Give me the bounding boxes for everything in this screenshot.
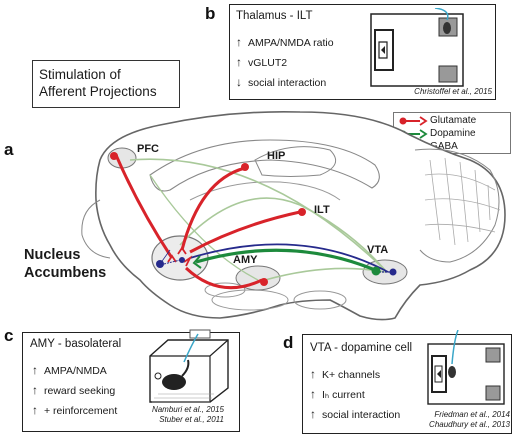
up-arrow-icon: ↑ [310,367,316,381]
region-label-ilt: ILT [314,204,330,216]
region-label-amy: AMY [233,254,258,266]
nac-neuron [179,257,185,263]
panel-d-item-2: ↑Iₕ current [310,387,365,401]
panel-b-citation: Christoffel et al., 2015 [414,87,492,96]
panel-b-item-3: ↓social interaction [236,75,327,89]
cerebellum-contour [414,148,500,263]
glutamate-amy-nac [184,266,263,290]
panel-c-item-3: ↑+ reinforcement [32,403,118,417]
amy-soma [260,278,268,286]
panel-b-label: b [205,4,216,23]
glutamate-pfc-nac [114,154,174,259]
stimulation-title-line-2: Afferent Projections [39,84,157,99]
panel-d-citation-1: Friedman et al., 2014 [434,410,510,419]
ventral-structure-3 [293,290,347,310]
panel-d-item-1: ↑K+ channels [310,367,381,381]
down-arrow-icon: ↓ [236,75,242,89]
ventral-structure-2 [204,282,246,298]
glutamate-ilt-nac [189,210,301,254]
operant-box-icon [149,329,229,403]
glutamate-hip-nac [180,166,246,251]
region-label-pfc: PFC [137,143,159,155]
panel-a-label: a [4,140,14,159]
region-label-nucleus-accumbens: Nucleus Accumbens [24,247,107,281]
panel-c-label: c [4,326,14,345]
panel-c-item-1: ↑AMPA/NMDA [32,363,107,377]
up-arrow-icon: ↑ [32,363,38,377]
olfactory-bulb-contour [81,199,111,259]
dopamine-projection [195,248,376,272]
hippocampus-contour [254,146,337,177]
panel-d-label: d [283,333,294,352]
up-arrow-icon: ↑ [32,383,38,397]
hip-soma [241,163,249,171]
panel-b-title: Thalamus - ILT [236,10,313,22]
panel-d-item-3: ↑social interaction [310,407,401,421]
open-field-arena-icon [370,8,464,87]
gaba-soma [389,268,397,276]
panel-c-citation-2: Stuber et al., 2011 [159,415,224,424]
region-label-vta: VTA [367,244,389,256]
panel-d-title: VTA - dopamine cell [310,342,413,354]
pfc-soma [110,152,118,160]
stimulation-title-box: Stimulation of Afferent Projections [32,60,180,108]
gaba-projection [189,243,389,273]
up-arrow-icon: ↑ [236,55,242,69]
panel-d-citation-2: Chaudhury et al., 2013 [429,420,510,429]
up-arrow-icon: ↑ [310,407,316,421]
minor-tract-1 [129,158,386,271]
up-arrow-icon: ↑ [310,387,316,401]
ilt-soma [298,208,306,216]
ventricle-contour [189,181,341,201]
legend-glutamate: Glutamate [398,115,476,127]
corpus-callosum-contour [149,139,380,192]
panel-c-citation-1: Namburi et al., 2015 [151,405,224,414]
panel-c-item-2: ↑reward seeking [32,383,116,397]
vta-dopamine-soma [371,266,381,276]
ventral-structure-1 [211,289,289,311]
up-arrow-icon: ↑ [236,35,242,49]
social-interaction-arena-icon [427,330,505,405]
glutamate-line-icon [399,116,428,126]
up-arrow-icon: ↑ [32,403,38,417]
cerebellum-folia [424,157,501,246]
minor-tract-4 [149,174,259,281]
panel-b-item-1: ↑AMPA/NMDA ratio [236,35,334,49]
panel-b-item-2: ↑vGLUT2 [236,55,288,69]
panel-c-title: AMY - basolateral [30,338,122,350]
minor-tract-2 [179,197,386,271]
region-label-hip: HIP [267,150,286,162]
stimulation-title-line-1: Stimulation of [39,67,121,82]
